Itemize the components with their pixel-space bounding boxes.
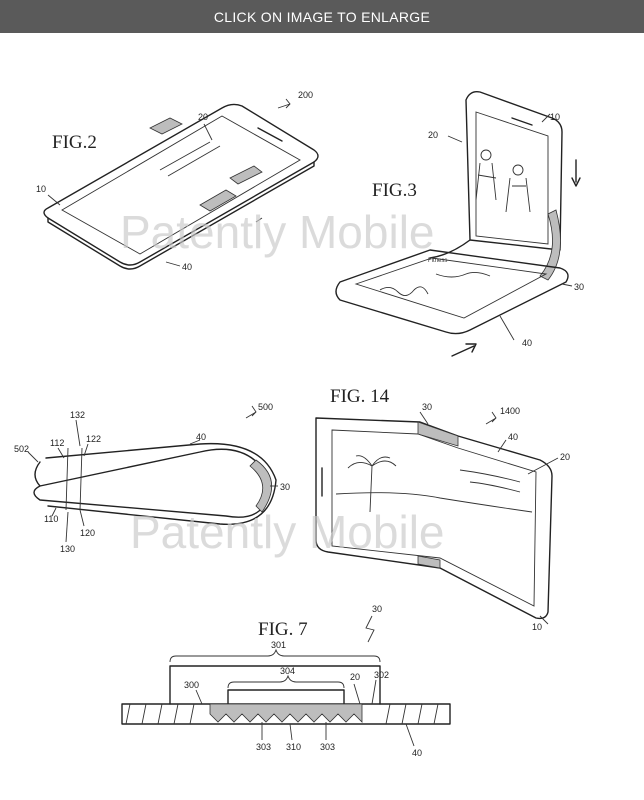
fig3-label: FIG.3 xyxy=(372,180,417,201)
fig7-label: FIG. 7 xyxy=(258,619,308,640)
fig7-ref-303-left: 303 xyxy=(256,742,271,752)
fig3-ref-30: 30 xyxy=(574,282,584,292)
fig5-ref-112: 112 xyxy=(50,438,64,448)
fig7-ref-304: 304 xyxy=(280,666,295,676)
patent-drawings: FIG.2 20 200 10 40 FIG.3 xyxy=(0,33,644,800)
enlarge-banner[interactable]: CLICK ON IMAGE TO ENLARGE xyxy=(0,0,644,33)
fig5-ref-130: 130 xyxy=(60,544,75,554)
fig3-ref-10: 10 xyxy=(550,112,560,122)
fig7-ref-302: 302 xyxy=(374,670,389,680)
enlarge-label: CLICK ON IMAGE TO ENLARGE xyxy=(214,9,430,25)
fig7-ref-300: 300 xyxy=(184,680,199,690)
fig7-ref-40: 40 xyxy=(412,748,422,758)
fig5-ref-502: 502 xyxy=(14,444,29,454)
fig2-ref-40: 40 xyxy=(182,262,192,272)
fig5-ref-40: 40 xyxy=(196,432,206,442)
fig3-ref-20: 20 xyxy=(428,130,438,140)
fig14-ref-20: 20 xyxy=(560,452,570,462)
fig5-ref-132: 132 xyxy=(70,410,85,420)
fig7-ref-30: 30 xyxy=(372,604,382,614)
fig3-ref-40: 40 xyxy=(522,338,532,348)
watermark-lower: Patently Mobile xyxy=(130,506,445,558)
fig14-ref-30: 30 xyxy=(422,402,432,412)
fig5-ref-120: 120 xyxy=(80,528,95,538)
fig7-ref-20: 20 xyxy=(350,672,360,682)
fig2-ref-20: 20 xyxy=(198,112,208,122)
fig7-ref-303-right: 303 xyxy=(320,742,335,752)
fig5-ref-110: 110 xyxy=(44,514,58,524)
fig14-label: FIG. 14 xyxy=(330,386,390,407)
watermark-upper: Patently Mobile xyxy=(120,206,435,258)
fig7-ref-301: 301 xyxy=(271,640,286,650)
fig2-ref-200: 200 xyxy=(298,90,313,100)
patent-drawing-sheet[interactable]: FIG.2 20 200 10 40 FIG.3 xyxy=(0,33,644,800)
fig14-ref-10: 10 xyxy=(532,622,542,632)
fig7-drawing: FIG. 7 30 301 304 300 20 302 303 310 303… xyxy=(122,604,450,758)
fig14-ref-40: 40 xyxy=(508,432,518,442)
fig3-screen-text: Fitness xyxy=(428,258,447,264)
fig5-ref-30: 30 xyxy=(280,482,290,492)
fig2-label: FIG.2 xyxy=(52,132,97,153)
fig14-ref-1400: 1400 xyxy=(500,406,520,416)
fig7-ref-310: 310 xyxy=(286,742,301,752)
fig5-ref-500: 500 xyxy=(258,402,273,412)
fig2-ref-10: 10 xyxy=(36,184,46,194)
fig5-ref-122: 122 xyxy=(86,434,101,444)
